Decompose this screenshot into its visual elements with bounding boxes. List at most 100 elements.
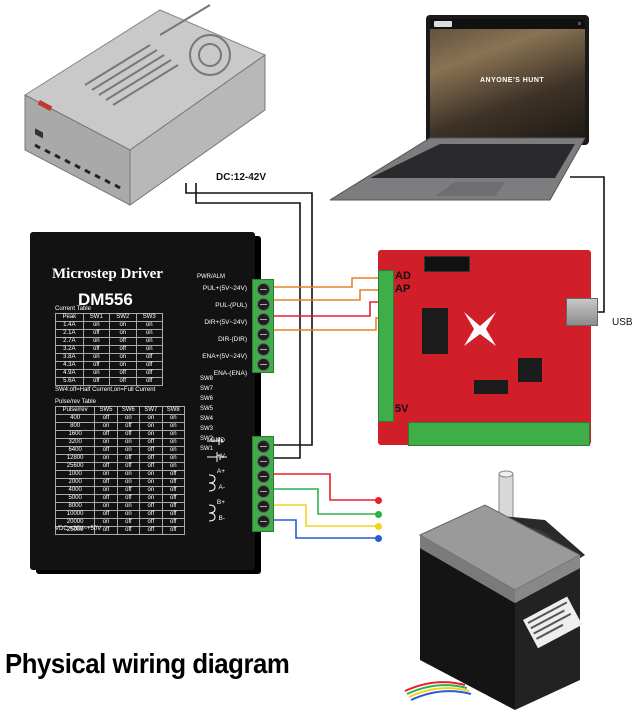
diagram-title: Physical wiring diagram [5, 648, 290, 679]
table-cell: on [116, 414, 141, 423]
table-cell: 800 [54, 422, 96, 431]
table-header-cell: SW7 [139, 406, 163, 415]
pin-label: B- [218, 514, 226, 522]
pin-label: B+ [216, 499, 225, 506]
table-cell: off [109, 377, 137, 386]
pin-label: DIR-(DIR) [218, 336, 247, 343]
table-header-cell: SW3 [135, 313, 164, 322]
table-header-cell: SW1 [82, 313, 111, 322]
table-cell: off [94, 414, 118, 423]
table-cell: off [135, 369, 164, 378]
table-cell: on [161, 438, 186, 447]
table-cell: on [139, 470, 163, 479]
control-wire-dir-return [270, 317, 383, 331]
table-cell: off [109, 369, 137, 378]
table-cell: on [116, 478, 141, 487]
board-left-terminal [378, 270, 394, 422]
table-cell: on [109, 361, 137, 370]
table-cell: off [161, 470, 186, 479]
table-cell: 4000 [54, 486, 96, 495]
control-wire-pul [270, 277, 383, 288]
table-cell: off [94, 462, 118, 471]
table-cell: 4.9A [55, 369, 84, 378]
control-wire-dir [270, 301, 383, 317]
usb-label: USB [612, 317, 633, 328]
table-cell: 4.3A [55, 361, 84, 370]
table-cell: 1.4A [55, 321, 84, 330]
table-cell: off [139, 510, 163, 519]
table-cell: off [161, 518, 186, 527]
table-cell: on [161, 446, 186, 455]
switch-label: SW3 [200, 426, 214, 432]
table-cell: 2.1A [55, 329, 84, 338]
table-cell: off [109, 337, 137, 346]
table-header-cell: Pulse/rev [54, 406, 96, 415]
table-cell: on [135, 321, 164, 330]
table-cell: on [109, 329, 137, 338]
table-cell: off [161, 510, 186, 519]
wire-end-green [375, 511, 382, 518]
table-cell: 400 [54, 414, 96, 423]
motor-wire-a-minus [268, 488, 378, 515]
table-cell: on [135, 345, 164, 354]
control-wire-pul-return [270, 289, 383, 301]
table-cell: off [94, 510, 118, 519]
table-cell: off [82, 377, 111, 386]
table-cell: on [94, 454, 118, 463]
switch-label: SW5 [200, 406, 214, 412]
table-cell: on [139, 422, 163, 431]
table-cell: on [116, 510, 141, 519]
usb-port [566, 298, 598, 326]
ic-chip [474, 380, 508, 394]
table-cell: 10000 [54, 510, 96, 519]
switch-label: SW6 [200, 396, 214, 402]
table-cell: on [161, 422, 186, 431]
table-cell: off [161, 526, 186, 535]
wire-end-yellow [375, 523, 382, 530]
table-cell: off [161, 486, 186, 495]
table-header-cell: Peak [55, 313, 84, 322]
table-header-cell: SW6 [116, 406, 141, 415]
power-wire-positive [185, 183, 313, 446]
table-cell: on [139, 430, 163, 439]
table-cell: off [116, 526, 141, 535]
table-cell: on [82, 353, 111, 362]
table-cell: on [82, 369, 111, 378]
ad-label: AD [395, 270, 411, 282]
motor-wire-a-plus [268, 473, 378, 501]
table-cell: 3200 [54, 438, 96, 447]
table-cell: 3.2A [55, 345, 84, 354]
table-cell: off [161, 502, 186, 511]
table-cell: off [135, 377, 164, 386]
table-cell: off [82, 329, 111, 338]
switch-label: SW8 [200, 376, 214, 382]
table-cell: on [116, 470, 141, 479]
pin-header [424, 256, 470, 272]
table-cell: 3.8A [55, 353, 84, 362]
table-cell: on [139, 414, 163, 423]
laptop-screen: ≡ ANYONE'S HUNT [426, 15, 589, 145]
driver-power-terminal [252, 436, 274, 532]
table-cell: on [135, 329, 164, 338]
sw4-note: SW4:off=Half Current,on=Full Current [55, 387, 156, 393]
table-cell: on [139, 486, 163, 495]
control-pin-labels: PUL+(5V~24V) PUL-(PUL) DIR+(5V~24V) DIR-… [202, 280, 247, 382]
pin-label: ENA+(5V~24V) [202, 353, 247, 360]
laptop-keyboard-base [330, 137, 586, 201]
table-cell: on [109, 321, 137, 330]
power-supply [23, 4, 267, 206]
laptop-screen-text: ANYONE'S HUNT [480, 77, 545, 84]
